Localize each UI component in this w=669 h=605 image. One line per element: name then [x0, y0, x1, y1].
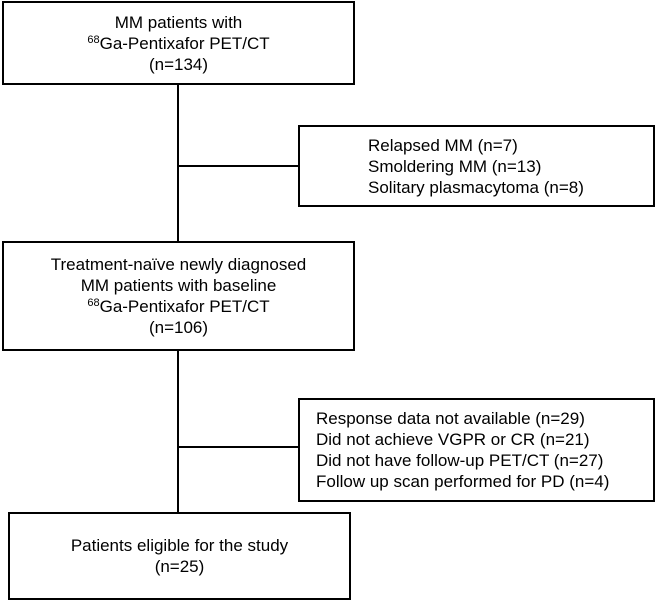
box-treatment-naive: Treatment-naïve newly diagnosed MM patie… [2, 241, 355, 351]
box-eligible-patients: Patients eligible for the study (n=25) [8, 512, 351, 600]
exclusion-2-item: Follow up scan performed for PD (n=4) [316, 472, 610, 491]
box-treatment-naive-count: (n=106) [148, 318, 209, 337]
connector-main-vertical-1 [177, 84, 179, 242]
tracer-label: Ga-Pentixafor PET/CT [99, 297, 270, 316]
box-eligible-patients-line1: Patients eligible for the study [70, 536, 289, 555]
isotope-superscript: 68 [87, 33, 100, 46]
exclusion-2-item: Response data not available (n=29) [316, 409, 585, 428]
box-treatment-naive-line2: MM patients with baseline [80, 276, 277, 295]
isotope-superscript: 68 [87, 297, 100, 309]
tracer-label: Ga-Pentixafor PET/CT [99, 33, 270, 53]
connector-main-vertical-2 [177, 350, 179, 513]
exclusion-1-item: Smoldering MM (n=13) [368, 156, 542, 176]
exclusion-1-item: Relapsed MM (n=7) [368, 135, 518, 155]
box-treatment-naive-line3: 68Ga-Pentixafor PET/CT [4, 296, 353, 317]
box-all-patients-count: (n=134) [148, 54, 209, 74]
box-all-patients-line1: MM patients with [114, 12, 243, 32]
box-all-patients: MM patients with 68Ga-Pentixafor PET/CT … [2, 1, 355, 85]
exclusion-box-1: Relapsed MM (n=7) Smoldering MM (n=13) S… [298, 125, 655, 207]
box-eligible-patients-count: (n=25) [154, 557, 205, 576]
exclusion-1-item: Solitary plasmacytoma (n=8) [368, 177, 584, 197]
connector-branch-1 [177, 165, 299, 167]
connector-branch-2 [177, 446, 299, 448]
exclusion-2-item: Did not have follow-up PET/CT (n=27) [316, 451, 604, 470]
exclusion-box-2: Response data not available (n=29) Did n… [298, 398, 655, 502]
box-treatment-naive-line1: Treatment-naïve newly diagnosed [50, 255, 307, 274]
box-all-patients-line2: 68Ga-Pentixafor PET/CT [4, 33, 353, 54]
exclusion-2-item: Did not achieve VGPR or CR (n=21) [316, 430, 590, 449]
